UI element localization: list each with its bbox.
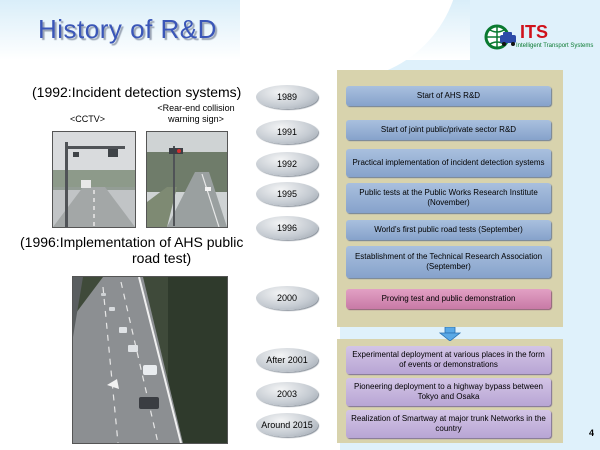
timeline-event: World's first public road tests (Septemb… — [346, 220, 551, 240]
caption-ahs-line1: (1996:Implementation of AHS public — [20, 234, 244, 250]
timeline-event: Practical implementation of incident det… — [346, 149, 551, 177]
caption-cctv: <CCTV> — [70, 114, 106, 124]
year-bubble: 1991 — [256, 120, 318, 144]
year-bubble: Around 2015 — [256, 413, 318, 437]
year-bubble: 2003 — [256, 382, 318, 406]
globe-car-icon — [484, 24, 516, 50]
year-bubble: 1995 — [256, 182, 318, 206]
timeline-event: Establishment of the Technical Research … — [346, 246, 551, 278]
page-number: 4 — [589, 428, 595, 438]
photo-cctv — [52, 131, 136, 228]
future-event: Experimental deployment at various place… — [346, 346, 551, 374]
timeline-event: Start of AHS R&D — [346, 86, 551, 106]
photo-ahs-road-test — [72, 276, 228, 444]
future-event: Realization of Smartway at major trunk N… — [346, 410, 551, 438]
timeline-event: Start of joint public/private sector R&D — [346, 120, 551, 140]
timeline-event-highlight: Proving test and public demonstration — [346, 289, 551, 309]
year-bubble: 1989 — [256, 85, 318, 109]
timeline-event: Public tests at the Public Works Researc… — [346, 183, 551, 213]
caption-ahs-line2: road test) — [132, 250, 192, 266]
caption-rear-end-sign: <Rear-end collision warning sign> — [157, 103, 235, 124]
photo-rear-end-sign — [146, 131, 228, 228]
year-bubble: 2000 — [256, 286, 318, 310]
future-event: Pioneering deployment to a highway bypas… — [346, 378, 551, 406]
logo-tagline: Intelligent Transport Systems — [516, 43, 594, 49]
year-bubble: 1992 — [256, 152, 318, 176]
page-title: History of R&D — [38, 14, 217, 44]
caption-incident-detection: (1992:Incident detection systems) — [32, 84, 242, 100]
year-bubble: 1996 — [256, 216, 318, 240]
its-logo: ITS Intelligent Transport Systems — [484, 22, 596, 52]
down-arrow-icon — [439, 327, 461, 341]
logo-text: ITS — [520, 22, 549, 42]
caption-ahs-road-test: (1996:Implementation of AHS public road … — [20, 234, 243, 266]
year-bubble: After 2001 — [256, 348, 318, 372]
